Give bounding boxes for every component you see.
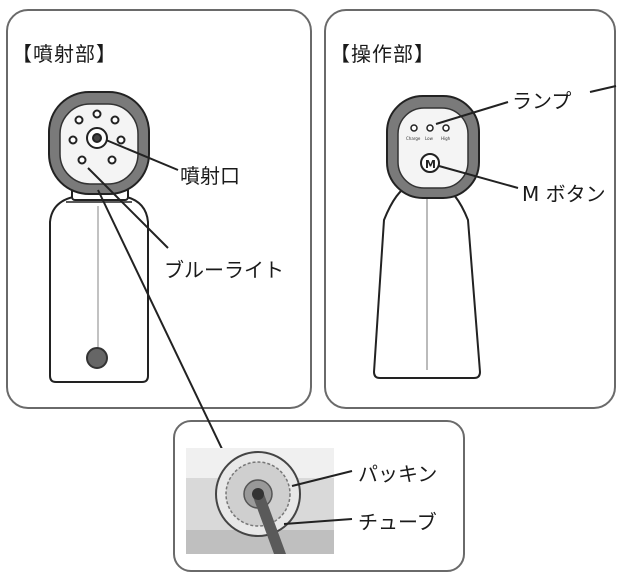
packing-leader	[291, 470, 353, 487]
m-button	[420, 153, 440, 173]
blue-light-4	[68, 135, 78, 145]
blue-light-6	[77, 155, 87, 165]
nozzle-leader	[105, 139, 179, 171]
spray-section-title: 【噴射部】	[12, 42, 117, 66]
lamp-caption-low: Low	[425, 136, 434, 141]
control-device	[372, 95, 482, 379]
lamp-high	[442, 124, 450, 132]
lamp-leader	[435, 101, 509, 125]
nozzle-inner	[92, 133, 102, 143]
m-button-label: M ボタン	[522, 182, 606, 206]
blue-light-label: ブルーライト	[164, 258, 284, 282]
lamp-charge	[410, 124, 418, 132]
m-button-glyph: M	[425, 158, 436, 171]
blue-light-3	[110, 115, 120, 125]
lamp-caption-high: High	[441, 136, 451, 141]
lamp-leader-extra	[589, 85, 617, 93]
blue-light-5	[116, 135, 126, 145]
blue-light-leader	[87, 167, 169, 249]
lamp-caption-charge: Charge	[406, 136, 421, 141]
blue-light-1	[74, 115, 84, 125]
packing-label: パッキン	[358, 462, 438, 486]
lamps	[410, 124, 450, 132]
tube-label: チューブ	[358, 510, 437, 534]
blue-light-7	[107, 155, 117, 165]
nozzle-cluster	[68, 109, 126, 165]
control-section-title: 【操作部】	[330, 42, 435, 66]
tube-top	[252, 488, 264, 500]
bottle-bottom-dot	[86, 347, 108, 369]
control-head-face	[397, 107, 469, 189]
lamp-low	[426, 124, 434, 132]
inset-leader-lines	[283, 470, 353, 525]
tube-label-leader	[283, 518, 353, 525]
blue-light-2	[92, 109, 102, 119]
inset-photo	[186, 448, 334, 554]
control-leader-lines	[435, 85, 617, 189]
nozzle-label: 噴射口	[180, 164, 240, 188]
tube-segment	[252, 494, 286, 554]
m-button-leader	[438, 165, 519, 189]
lamp-label: ランプ	[512, 89, 572, 113]
